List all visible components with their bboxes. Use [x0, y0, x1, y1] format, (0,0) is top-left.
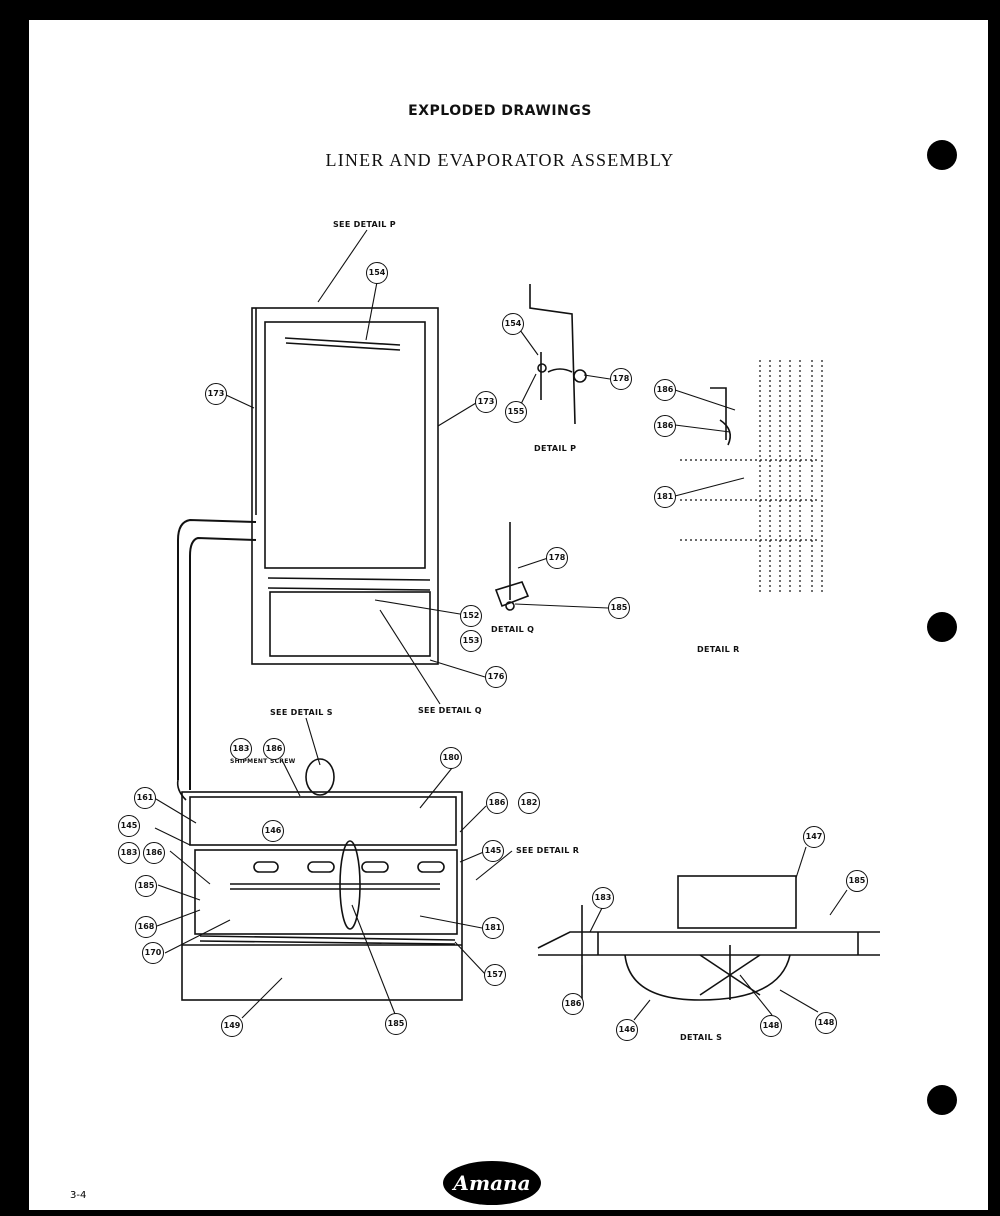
callout-183: 183: [230, 738, 252, 760]
binder-hole-icon: [927, 612, 957, 642]
callout-146: 146: [262, 820, 284, 842]
callout-181: 181: [482, 917, 504, 939]
evaporator-housing: [181, 791, 463, 1001]
callout-185: 185: [385, 1013, 407, 1035]
callout-170: 170: [142, 942, 164, 964]
liner-bottom-panel: [269, 591, 431, 657]
binder-hole-icon: [927, 1085, 957, 1115]
callout-185: 185: [608, 597, 630, 619]
callout-183: 183: [592, 887, 614, 909]
callout-148: 148: [815, 1012, 837, 1034]
callout-178: 178: [546, 547, 568, 569]
callout-147: 147: [803, 826, 825, 848]
binder-hole-icon: [927, 140, 957, 170]
evaporator-cover: [189, 796, 457, 846]
callout-173: 173: [475, 391, 497, 413]
liner-outline: [251, 307, 439, 665]
callout-186: 186: [654, 415, 676, 437]
shipment-screw-label: SHIPMENT SCREW: [230, 758, 296, 765]
callout-185: 185: [846, 870, 868, 892]
callout-168: 168: [135, 916, 157, 938]
callout-180: 180: [440, 747, 462, 769]
callout-155: 155: [505, 401, 527, 423]
callout-176: 176: [485, 666, 507, 688]
callout-186: 186: [486, 792, 508, 814]
callout-186: 186: [654, 379, 676, 401]
detail-p-caption: DETAIL P: [534, 444, 577, 453]
callout-157: 157: [484, 964, 506, 986]
detail-s-caption: DETAIL S: [680, 1033, 723, 1042]
callout-145: 145: [482, 840, 504, 862]
callout-154: 154: [502, 313, 524, 335]
callout-178: 178: [610, 368, 632, 390]
callout-181: 181: [654, 486, 676, 508]
brand-logo: Amana: [443, 1161, 541, 1205]
callout-186: 186: [562, 993, 584, 1015]
detail-r-caption: DETAIL R: [697, 645, 740, 654]
page-number: 3-4: [70, 1190, 87, 1201]
see-detail-s-label: SEE DETAIL S: [270, 708, 333, 717]
callout-186: 186: [143, 842, 165, 864]
see-detail-r-label: SEE DETAIL R: [516, 846, 580, 855]
liner-inner-panel: [264, 321, 426, 569]
evaporator-coil: [194, 849, 458, 935]
callout-153: 153: [460, 630, 482, 652]
page-title: LINER AND EVAPORATOR ASSEMBLY: [325, 150, 675, 170]
callout-146: 146: [616, 1019, 638, 1041]
detail-q-caption: DETAIL Q: [491, 625, 535, 634]
page-sheet: [29, 20, 988, 1210]
callout-185: 185: [135, 875, 157, 897]
fan-motor: [677, 875, 797, 929]
callout-186: 186: [263, 738, 285, 760]
callout-154: 154: [366, 262, 388, 284]
section-heading: EXPLODED DRAWINGS: [408, 103, 592, 119]
callout-152: 152: [460, 605, 482, 627]
callout-183: 183: [118, 842, 140, 864]
see-detail-p-label: SEE DETAIL P: [333, 220, 396, 229]
callout-148: 148: [760, 1015, 782, 1037]
callout-173: 173: [205, 383, 227, 405]
see-detail-q-label: SEE DETAIL Q: [418, 706, 482, 715]
callout-161: 161: [134, 787, 156, 809]
callout-145: 145: [118, 815, 140, 837]
callout-182: 182: [518, 792, 540, 814]
callout-149: 149: [221, 1015, 243, 1037]
